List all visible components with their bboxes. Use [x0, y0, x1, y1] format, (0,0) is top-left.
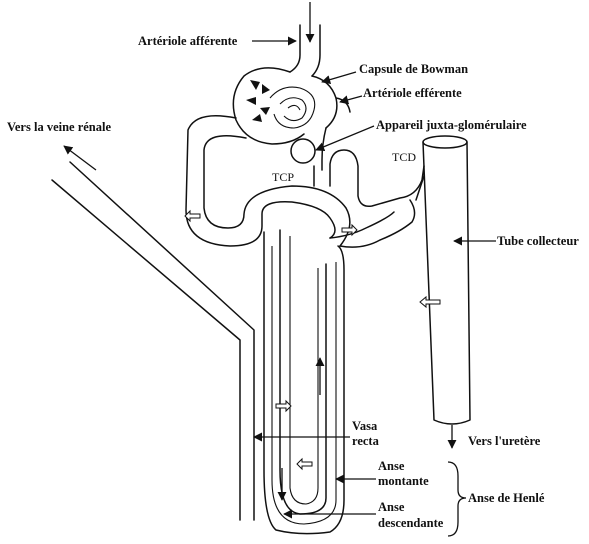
- label-arteriole-afferente: Artériole afférente: [138, 34, 237, 48]
- label-veine-renale: Vers la veine rénale: [7, 120, 111, 134]
- label-vasa-recta-line1: Vasa: [352, 419, 377, 433]
- afferent-arteriole: [290, 2, 320, 76]
- loop-of-henle: [264, 230, 344, 534]
- label-anse-montante-line1: Anse: [378, 459, 404, 473]
- label-tcp: TCP: [272, 170, 294, 184]
- label-appareil-juxta-glomerulaire: Appareil juxta-glomérulaire: [376, 118, 527, 132]
- label-anse-descendante-line2: descendante: [378, 516, 443, 530]
- label-tcd: TCD: [392, 150, 416, 164]
- label-capsule-bowman: Capsule de Bowman: [359, 62, 468, 76]
- label-vers-uretere: Vers l'uretère: [468, 434, 540, 448]
- label-anse-henle: Anse de Henlé: [468, 491, 544, 505]
- distal-tubule: [314, 150, 424, 247]
- label-arteriole-efferente: Artériole efférente: [363, 86, 462, 100]
- leader-lines: [252, 41, 496, 536]
- juxtaglomerular-apparatus: [291, 139, 315, 163]
- label-anse-montante-line2: montante: [378, 474, 429, 488]
- label-tube-collecteur: Tube collecteur: [497, 234, 579, 248]
- bowman-capsule: [233, 68, 337, 144]
- collecting-duct: [416, 136, 470, 448]
- label-vasa-recta-line2: recta: [352, 434, 379, 448]
- renal-vein: [52, 146, 254, 520]
- label-anse-descendante-line1: Anse: [378, 500, 404, 514]
